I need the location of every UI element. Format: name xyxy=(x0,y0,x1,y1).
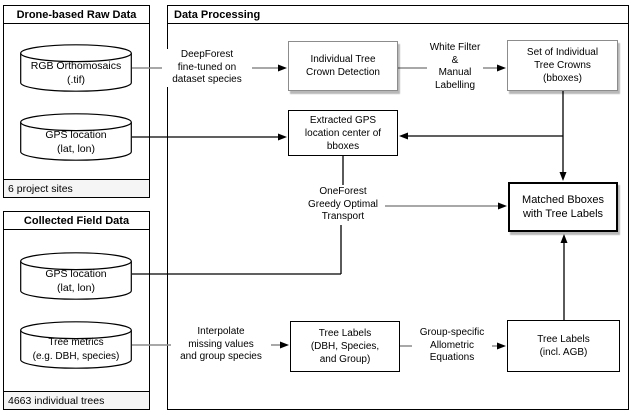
edge-label-line: dataset species xyxy=(172,74,242,85)
panel-drone-title: Drone-based Raw Data xyxy=(4,6,149,24)
cylinder-shape xyxy=(20,321,132,369)
edge-label-line: fine-tuned on xyxy=(177,61,237,73)
edge-label-line: Transport xyxy=(321,211,365,222)
cylinder-rgb-orthomosaics: RGB Orthomosaics (.tif) xyxy=(20,44,132,92)
cylinder-gps-location-drone: GPS location (lat, lon) xyxy=(20,113,132,161)
node-text-line: bboxes xyxy=(326,140,360,152)
node-text-line: location center of xyxy=(304,127,382,139)
node-text-line: Tree Crowns xyxy=(534,60,591,71)
edge-label-deepforest: DeepForest fine-tuned on dataset species xyxy=(162,49,252,87)
cylinder-tree-metrics: Tree metrics (e.g. DBH, species) xyxy=(20,321,132,369)
node-individual-tree-crown-detection: Individual Tree Crown Detection xyxy=(288,41,398,91)
edge-label-white-filter-manual-labelling: White Filter & Manual Labelling xyxy=(427,42,483,92)
edge-label-line: DeepForest xyxy=(180,49,234,60)
panel-field-title: Collected Field Data xyxy=(4,212,149,230)
cylinder-shape xyxy=(20,44,132,92)
cylinder-label-line: (e.g. DBH, species) xyxy=(32,351,120,362)
edge-label-line: Allometric xyxy=(430,339,474,351)
edge-label-line: missing values xyxy=(188,338,254,350)
edge-label-line: White Filter xyxy=(429,42,481,53)
panel-drone-footer: 6 project sites xyxy=(4,179,149,197)
edge-label-oneforest-greedy-optimal-transport: OneForest Greedy Optimal Transport xyxy=(301,186,385,224)
node-text-line: (DBH, Species, xyxy=(310,341,380,352)
panel-drone-raw-data: Drone-based Raw Data 6 project sites xyxy=(3,5,150,198)
edge-label-line: and group species xyxy=(180,351,262,362)
node-text-line: Matched Bboxes xyxy=(522,194,604,206)
cylinder-label-line: (lat, lon) xyxy=(57,282,95,294)
node-text-line: with Tree Labels xyxy=(522,208,604,220)
node-text-line: Tree Labels xyxy=(318,328,372,339)
cylinder-label-line: Tree metrics xyxy=(48,337,104,348)
node-extracted-gps-location: Extracted GPS location center of bboxes xyxy=(288,110,398,156)
cylinder-label-line: GPS location xyxy=(45,268,107,280)
node-text-line: (bboxes) xyxy=(543,73,582,84)
node-text-line: Extracted GPS xyxy=(309,114,377,126)
edge-label-line: Labelling xyxy=(434,79,476,91)
node-text-line: Set of Individual xyxy=(526,47,599,58)
cylinder-shape xyxy=(20,252,132,300)
cylinder-label-line: RGB Orthomosaics xyxy=(30,60,122,72)
cylinder-label-line: (.tif) xyxy=(66,74,86,86)
edge-label-line: OneForest xyxy=(319,186,367,197)
edge-label-line: Equations xyxy=(429,352,475,363)
edge-label-group-specific-allometric-equations: Group-specific Allometric Equations xyxy=(412,327,492,365)
edge-label-line: & xyxy=(451,54,459,66)
panel-field-footer: 4663 individual trees xyxy=(4,391,149,409)
cylinder-gps-location-field: GPS location (lat, lon) xyxy=(20,252,132,300)
node-text-line: (incl. AGB) xyxy=(539,347,588,358)
edge-label-line: Greedy Optimal xyxy=(307,198,379,210)
node-text-line: Crown Detection xyxy=(306,67,380,78)
cylinder-label-line: (lat, lon) xyxy=(57,143,95,155)
node-set-of-individual-tree-crowns: Set of Individual Tree Crowns (bboxes) xyxy=(507,40,618,91)
edge-label-line: Manual xyxy=(438,67,472,78)
node-tree-labels-dbh-species-group: Tree Labels (DBH, Species, and Group) xyxy=(290,321,400,372)
edge-label-line: Interpolate xyxy=(197,326,245,337)
node-text-line: Tree Labels xyxy=(537,334,590,345)
edge-label-interpolate-missing-values: Interpolate missing values and group spe… xyxy=(171,326,271,364)
cylinder-label-line: GPS location xyxy=(45,129,107,141)
panel-collected-field-data: Collected Field Data 4663 individual tre… xyxy=(3,211,150,410)
panel-processing-title: Data Processing xyxy=(168,6,628,24)
node-matched-bboxes-with-tree-labels: Matched Bboxes with Tree Labels xyxy=(508,182,618,232)
cylinder-shape xyxy=(20,113,132,161)
node-text-line: Individual Tree xyxy=(310,54,376,65)
node-text-line: and Group) xyxy=(319,354,371,365)
node-tree-labels-incl-agb: Tree Labels (incl. AGB) xyxy=(507,320,620,372)
edge-label-line: Group-specific xyxy=(419,327,485,338)
